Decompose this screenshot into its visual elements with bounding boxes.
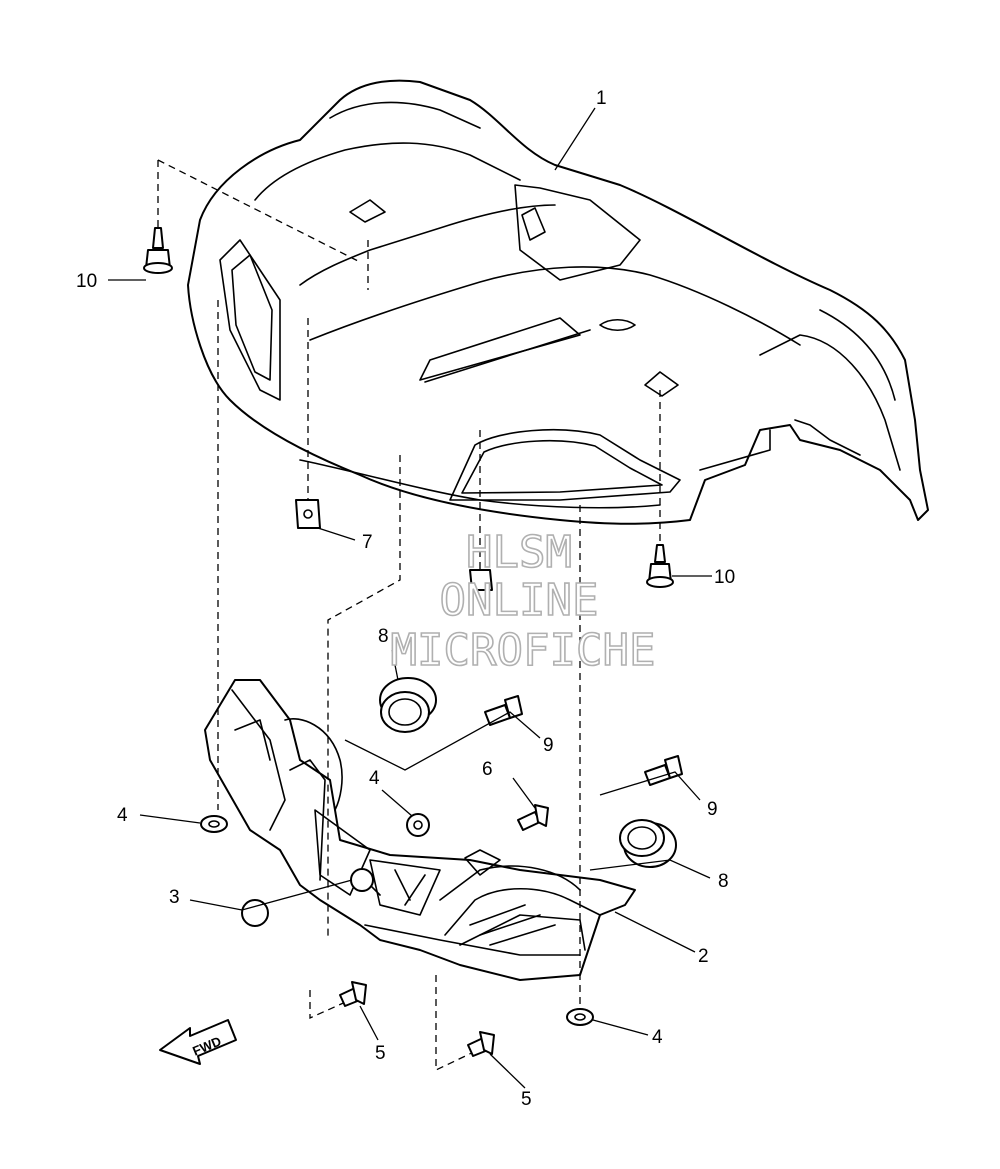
front-grille-panel bbox=[204, 679, 636, 981]
callout-4-center: 4 bbox=[369, 768, 380, 789]
callout-9-lower: 9 bbox=[707, 799, 718, 820]
leader-lines bbox=[108, 107, 712, 1089]
callout-8-upper: 8 bbox=[378, 626, 389, 647]
callout-4-left: 4 bbox=[117, 805, 128, 826]
callout-6: 6 bbox=[482, 759, 493, 780]
callout-5-right: 5 bbox=[521, 1089, 532, 1110]
cap-3-installed bbox=[350, 868, 374, 892]
watermark-line-3: MICROFICHE bbox=[391, 625, 656, 676]
callout-7: 7 bbox=[362, 532, 373, 553]
bolt-10-right bbox=[646, 544, 674, 588]
washer-4-center bbox=[406, 813, 430, 837]
callout-1: 1 bbox=[596, 88, 607, 109]
grommet-8-lower bbox=[619, 819, 677, 868]
rivet-6 bbox=[517, 804, 549, 831]
callout-8-lower: 8 bbox=[718, 871, 729, 892]
front-fender bbox=[187, 79, 929, 525]
nut-clip-7 bbox=[295, 499, 321, 529]
callout-2: 2 bbox=[698, 946, 709, 967]
callout-5-left: 5 bbox=[375, 1043, 386, 1064]
callout-labels: 1 10 10 7 8 9 6 9 4 4 8 3 2 4 5 5 bbox=[76, 88, 735, 1110]
assembly-guide-lines bbox=[157, 159, 661, 1072]
cap-3 bbox=[241, 899, 269, 927]
callout-10-right: 10 bbox=[714, 567, 735, 588]
callout-10-left: 10 bbox=[76, 271, 97, 292]
bolt-10-left bbox=[143, 227, 173, 274]
callout-3: 3 bbox=[169, 887, 180, 908]
nut-clip-center bbox=[469, 569, 493, 591]
callout-4-right: 4 bbox=[652, 1027, 663, 1048]
watermark: HLSM ONLINE MICROFICHE bbox=[390, 526, 657, 677]
fwd-arrow: FWD bbox=[159, 1019, 237, 1065]
washer-4-left bbox=[200, 815, 228, 833]
watermark-line-1: HLSM bbox=[466, 527, 572, 578]
rivet-5-left bbox=[339, 981, 367, 1007]
callout-9-upper: 9 bbox=[543, 735, 554, 756]
screw-9-upper bbox=[484, 695, 523, 726]
grommet-8-upper bbox=[379, 677, 437, 733]
screw-9-lower bbox=[644, 755, 683, 786]
watermark-line-2: ONLINE bbox=[440, 575, 599, 626]
washer-4-right bbox=[566, 1008, 594, 1026]
rivet-5-right bbox=[467, 1031, 495, 1057]
